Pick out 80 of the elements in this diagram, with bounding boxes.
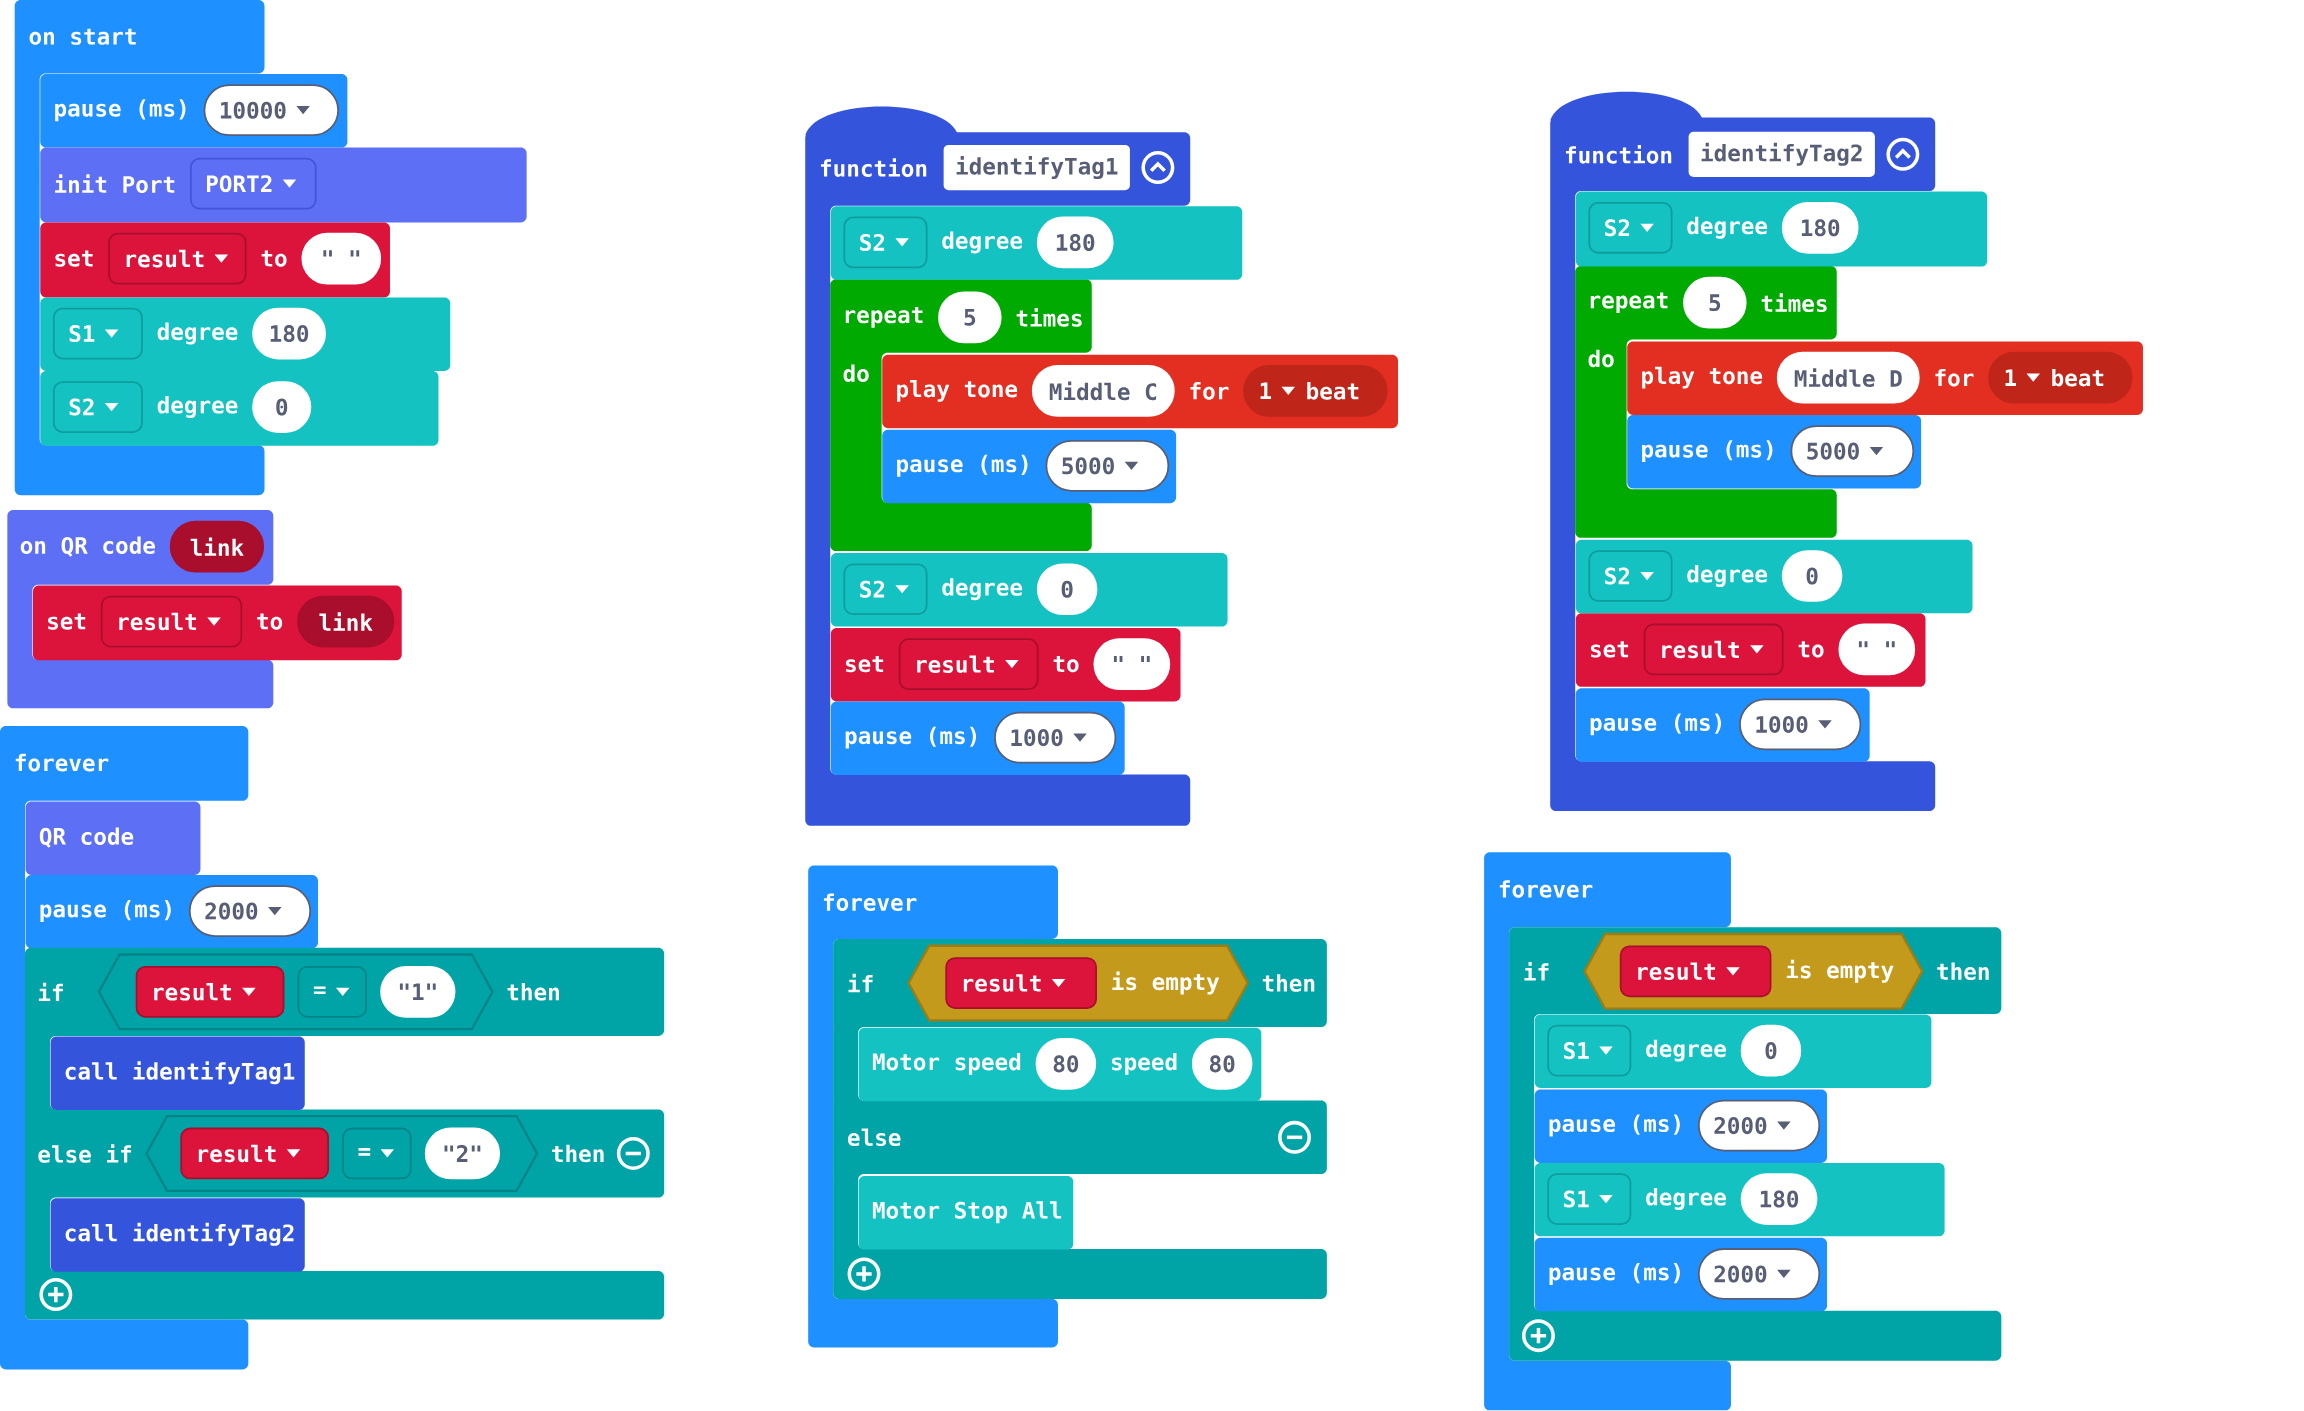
dropdown-field: 5000 xyxy=(1790,425,1915,478)
node-label: pause (ms) xyxy=(40,900,171,923)
dropdown-field: 2000 xyxy=(1697,1248,1821,1300)
condition-block xyxy=(97,953,494,1031)
value-field: Middle D xyxy=(1776,351,1920,404)
dropdown-field: S2 xyxy=(1588,550,1673,603)
statement-block: pause (ms) 5000 xyxy=(882,429,1177,504)
statement-block: pause (ms) 5000 xyxy=(1627,415,1922,489)
statement-block: S2 degree 0 xyxy=(1575,540,1973,614)
statement-block: play tone Middle D for 1 beat xyxy=(1627,341,2143,416)
dropdown-field: S2 xyxy=(52,381,143,434)
dropdown-field: 1000 xyxy=(994,712,1117,764)
value-field: 80 xyxy=(1191,1038,1253,1090)
dropdown-field: 5000 xyxy=(1045,440,1170,492)
statement-block: S2 degree 0 xyxy=(40,371,439,446)
dropdown-field: S2 xyxy=(843,563,928,616)
dropdown-field: result xyxy=(1643,623,1784,676)
statement-block: Motor speed 80 speed 80 xyxy=(858,1027,1262,1102)
node-label: degree xyxy=(157,322,238,345)
dropdown-field: PORT2 xyxy=(189,158,317,210)
dropdown-field: 1 beat xyxy=(1988,351,2133,404)
dropdown-field: S1 xyxy=(1547,1024,1632,1077)
statement-block: Motor Stop All xyxy=(858,1176,1074,1250)
dropdown-field: 10000 xyxy=(203,84,339,137)
dropdown-field: result xyxy=(1619,945,1772,998)
condition-block: result is empty xyxy=(907,944,1250,1022)
statement-block: call identifyTag1 xyxy=(50,1036,305,1111)
dropdown-field: S2 xyxy=(1588,202,1673,254)
value-field: 0 xyxy=(252,381,312,434)
dropdown-field: S1 xyxy=(1547,1173,1632,1226)
statement-block: S1 degree 0 xyxy=(1534,1014,1932,1089)
statement-block: S2 degree 0 xyxy=(830,553,1228,627)
statement-block: set result to " " xyxy=(1575,613,1926,687)
statement-block: QR code xyxy=(25,801,201,876)
statement-block: set result to " " xyxy=(40,222,390,298)
statement-block: S1 degree 180 xyxy=(40,297,451,372)
value-field: 0 xyxy=(1036,563,1098,616)
dropdown-field: 1000 xyxy=(1739,698,1862,751)
statement-block: set result to " " xyxy=(830,628,1181,702)
value-field: Middle C xyxy=(1031,365,1175,417)
dropdown-field: 2000 xyxy=(188,885,312,938)
dropdown-field: S2 xyxy=(843,216,928,269)
statement-block: init Port PORT2 xyxy=(40,147,527,223)
statement-block: call identifyTag2 xyxy=(50,1198,305,1272)
value-field: 180 xyxy=(252,307,326,360)
statement-block: S2 degree 180 xyxy=(1575,191,1988,267)
dropdown-field: 2000 xyxy=(1697,1099,1821,1152)
dropdown-field: result xyxy=(898,638,1039,691)
dropdown-field: = xyxy=(297,966,367,1018)
dropdown-field: result xyxy=(945,957,1097,1010)
dropdown-field: 1 beat xyxy=(1243,365,1388,417)
statement-block: pause (ms) 2000 xyxy=(25,875,318,949)
statement-block: pause (ms) 2000 xyxy=(1534,1089,1828,1164)
statement-block: play tone Middle C for 1 beat xyxy=(882,354,1398,429)
value-field: 5 xyxy=(938,291,1002,344)
dropdown-field: result xyxy=(180,1127,329,1180)
variable-pill: link xyxy=(297,595,395,648)
condition-block xyxy=(145,1115,539,1193)
statement-block: S2 degree 180 xyxy=(830,206,1243,280)
statement-block: set result to link xyxy=(32,585,402,661)
value-field: 5 xyxy=(1683,277,1747,329)
statement-block: S1 degree 180 xyxy=(1534,1163,1945,1237)
value-field: 0 xyxy=(1781,550,1843,603)
statement-block: pause (ms) 1000 xyxy=(830,701,1125,776)
value-field: 0 xyxy=(1740,1024,1802,1077)
statement-block: pause (ms) 2000 xyxy=(1534,1238,1828,1312)
value-field: "2" xyxy=(424,1127,501,1180)
condition-block: result is empty xyxy=(1583,932,1924,1010)
statement-block: pause (ms) 10000 xyxy=(40,74,348,148)
dropdown-field: S1 xyxy=(52,307,143,360)
name-field: identifyTag2 xyxy=(1686,130,1877,179)
dropdown-field: = xyxy=(342,1127,412,1180)
name-field: identifyTag1 xyxy=(941,143,1132,193)
dropdown-field: result xyxy=(108,232,247,285)
node-label: pause (ms) xyxy=(55,99,186,122)
node-label: degree xyxy=(157,396,238,419)
dropdown-field: result xyxy=(100,595,243,648)
dropdown-field: result xyxy=(135,966,285,1018)
value-field: 80 xyxy=(1035,1038,1097,1090)
statement-block: pause (ms) 1000 xyxy=(1575,688,1870,762)
